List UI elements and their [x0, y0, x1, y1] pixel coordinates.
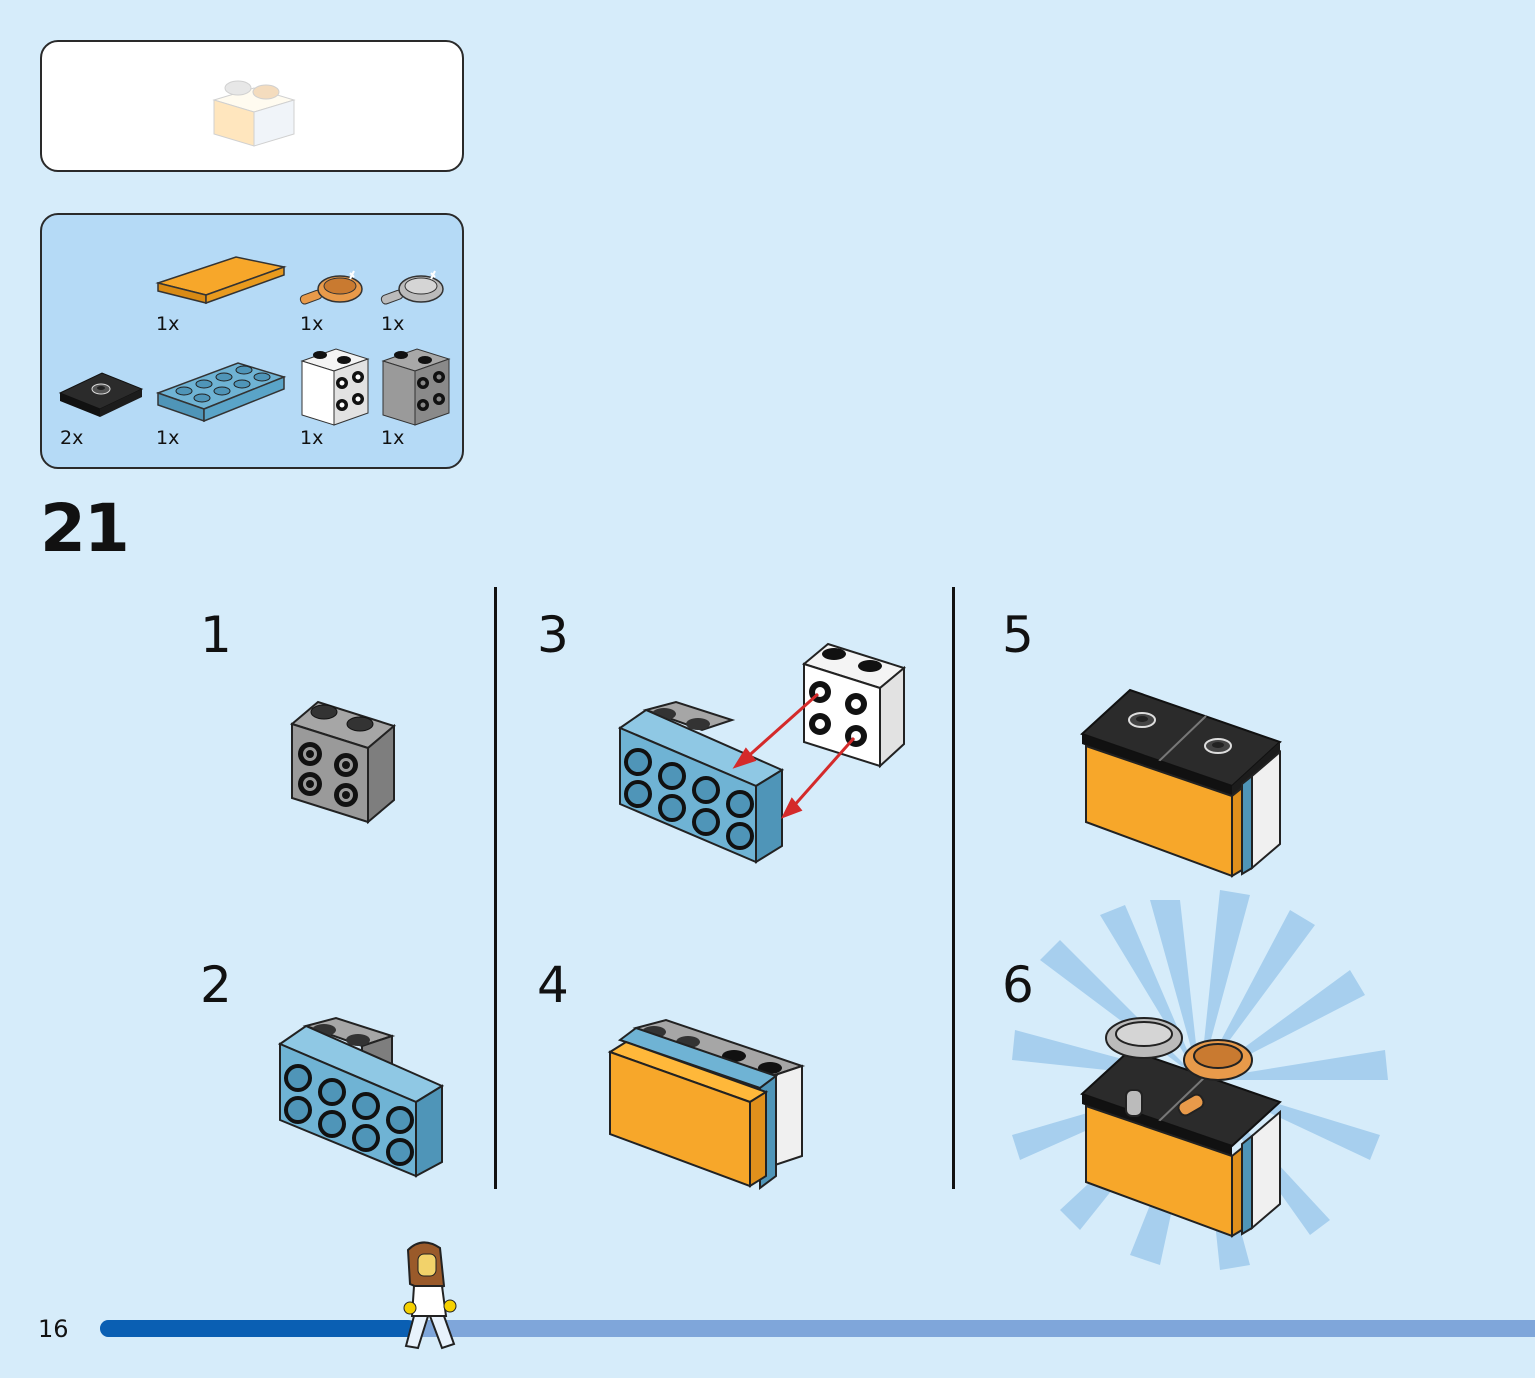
orange-portafilter-icon: [299, 270, 363, 305]
part-qty: 1x: [300, 427, 324, 449]
black-plate-jumper-icon: [58, 372, 144, 417]
substep-number-5: 5: [1002, 606, 1034, 664]
parts-list-panel: 1x 1x 1x 2x: [40, 213, 464, 469]
white-brick-studs-side-icon: [300, 348, 370, 426]
part-qty: 2x: [60, 427, 84, 449]
substep-number-3: 3: [537, 606, 569, 664]
preview-panel: [40, 40, 464, 172]
part-qty: 1x: [381, 427, 405, 449]
part-qty: 1x: [381, 313, 405, 335]
step-4-orange-tile-front-illustration: [607, 1018, 806, 1190]
page-number: 16: [38, 1315, 69, 1343]
step-3-attach-white-brick-illustration: [617, 642, 907, 864]
step-6-completed-coffee-machine-illustration: [1012, 890, 1388, 1270]
part-qty: 1x: [300, 313, 324, 335]
step-5-black-plates-top-illustration: [1080, 688, 1282, 878]
substep-number-4: 4: [537, 956, 569, 1014]
substep-number-6: 6: [1002, 956, 1034, 1014]
step-2-brick-with-plate-illustration: [277, 1016, 445, 1178]
step-number: 21: [40, 490, 130, 567]
part-qty: 1x: [156, 427, 180, 449]
progress-fill: [100, 1320, 416, 1337]
orange-tile-2x4-icon: [155, 256, 287, 305]
faded-assembly-preview-icon: [212, 80, 296, 147]
substep-number-2: 2: [200, 956, 232, 1014]
progress-track: [100, 1320, 1535, 1337]
substep-number-1: 1: [200, 606, 232, 664]
step-1-gray-brick-illustration: [289, 700, 397, 825]
column-divider: [494, 587, 497, 1189]
gray-brick-studs-side-icon: [381, 348, 451, 426]
minifigure-progress-marker-icon: [403, 1241, 457, 1350]
part-qty: 1x: [156, 313, 180, 335]
column-divider: [952, 587, 955, 1189]
gray-portafilter-icon: [380, 270, 444, 305]
blue-plate-2x4-icon: [155, 362, 287, 423]
